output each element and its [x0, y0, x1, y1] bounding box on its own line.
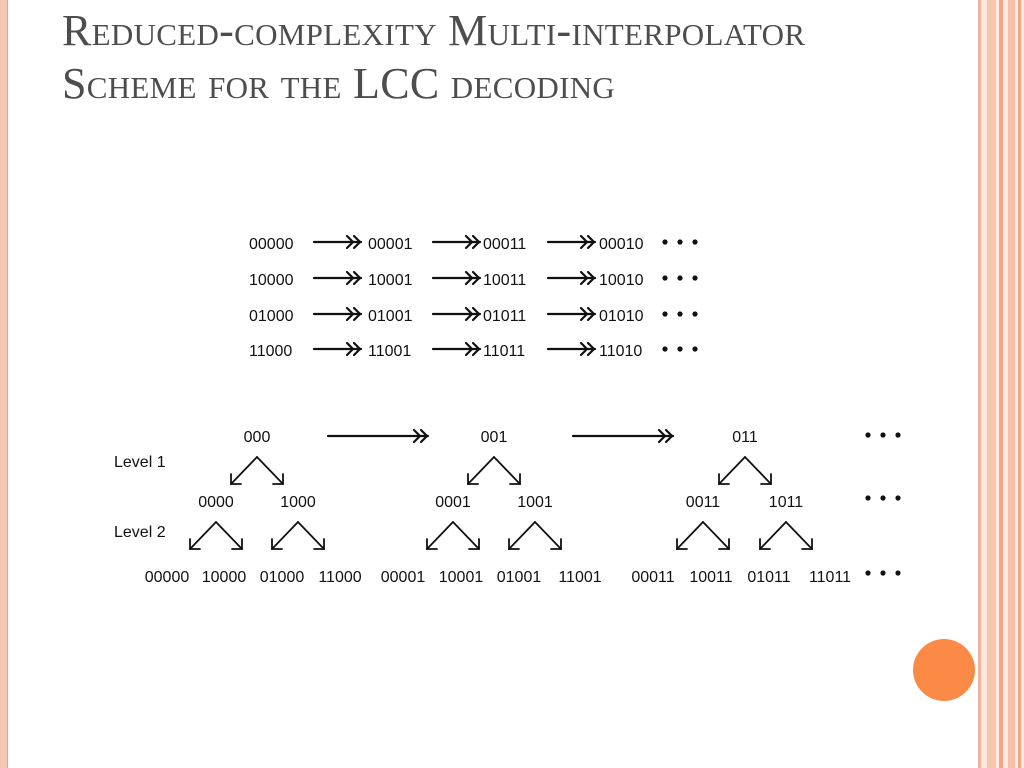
sequence-rows: 00000 00001 00011 00010 10000 10001 10011 10010…: [249, 234, 698, 360]
slide-title: Reduced-complexity Multi-interpolator Sc…: [62, 6, 806, 108]
double-arrow-icon: [312, 341, 363, 357]
sequence-code: 10011: [483, 272, 526, 289]
tree-level2-node: 11011: [809, 569, 851, 586]
sequence-code: 11000: [249, 343, 292, 360]
split-arrows-icon: [718, 456, 772, 485]
sequence-code: 00011: [483, 236, 526, 253]
ellipsis-dots-icon: [662, 346, 698, 352]
tree-level1-node: 0011: [686, 494, 721, 511]
sequence-code: 11011: [483, 343, 525, 360]
decorative-stripe: [999, 0, 1003, 768]
double-arrow-icon: [312, 270, 363, 286]
double-arrow-icon: [431, 306, 482, 322]
split-arrows-icon: [230, 456, 284, 485]
tree-root-node: 011: [732, 429, 758, 446]
tree-level1-node: 1000: [280, 494, 316, 511]
tree-level1-node: 0000: [198, 494, 234, 511]
tree-level2-node: 11001: [558, 569, 601, 586]
tree-level2-node: 01000: [260, 569, 305, 586]
ellipsis-dots-icon: [662, 311, 698, 317]
tree-level1-node: 0001: [435, 494, 471, 511]
split-arrows-icon: [271, 521, 325, 550]
tree-level2-node: 00011: [631, 569, 674, 586]
double-arrow-icon: [312, 234, 363, 250]
sequence-code: 11010: [599, 343, 642, 360]
split-arrows-icon: [759, 521, 813, 550]
tree-level2-node: 01011: [747, 569, 790, 586]
ellipsis-dots-icon: [865, 432, 901, 438]
double-arrow-icon: [431, 270, 482, 286]
double-arrow-icon: [546, 306, 597, 322]
tree-level2-node: 00001: [381, 569, 426, 586]
double-arrow-icon: [571, 428, 675, 444]
decorative-stripe: [987, 0, 996, 768]
tree-level2-node: 10011: [689, 569, 732, 586]
double-arrow-icon: [546, 341, 597, 357]
ellipsis-dots-icon: [662, 275, 698, 281]
tree-level2-node: 00000: [145, 569, 190, 586]
double-arrow-icon: [546, 270, 597, 286]
double-arrow-icon: [431, 341, 482, 357]
sequence-code: 01011: [483, 308, 526, 325]
split-arrows-icon: [676, 521, 730, 550]
ellipsis-dots-icon: [865, 570, 901, 576]
tree-level2-node: 11000: [318, 569, 361, 586]
tree-level1-node: 1001: [517, 494, 553, 511]
decorative-orange-circle: [913, 639, 975, 701]
sequence-code: 11001: [368, 343, 411, 360]
decorative-stripe: [1018, 0, 1021, 768]
sequence-code: 00001: [368, 236, 413, 253]
split-arrows-icon: [189, 521, 243, 550]
tree-level2-node: 01001: [497, 569, 542, 586]
decorative-stripe: [1008, 0, 1015, 768]
sequence-code: 01001: [368, 308, 413, 325]
sequence-code: 00010: [599, 236, 644, 253]
double-arrow-icon: [312, 306, 363, 322]
level-1-label: Level 1: [114, 454, 166, 471]
sequence-code: 01010: [599, 308, 644, 325]
tree-level1-node: 1011: [769, 494, 804, 511]
double-arrow-icon: [431, 234, 482, 250]
split-arrows-icon: [508, 521, 562, 550]
left-border: [0, 0, 8, 768]
ellipsis-dots-icon: [865, 495, 901, 501]
sequence-code: 01000: [249, 308, 294, 325]
sequence-code: 00000: [249, 236, 294, 253]
sequence-code: 10010: [599, 272, 644, 289]
split-arrows-icon: [426, 521, 480, 550]
tree-root-node: 000: [244, 429, 271, 446]
tree-level2-node: 10000: [202, 569, 247, 586]
split-arrows-icon: [467, 456, 521, 485]
sequence-code: 10001: [368, 272, 413, 289]
tree-level2-node: 10001: [439, 569, 484, 586]
decorative-stripe: [978, 0, 981, 768]
tree-root-node: 001: [481, 429, 508, 446]
double-arrow-icon: [546, 234, 597, 250]
sequence-code: 10000: [249, 272, 294, 289]
ellipsis-dots-icon: [662, 239, 698, 245]
double-arrow-icon: [326, 428, 430, 444]
level-2-label: Level 2: [114, 524, 166, 541]
